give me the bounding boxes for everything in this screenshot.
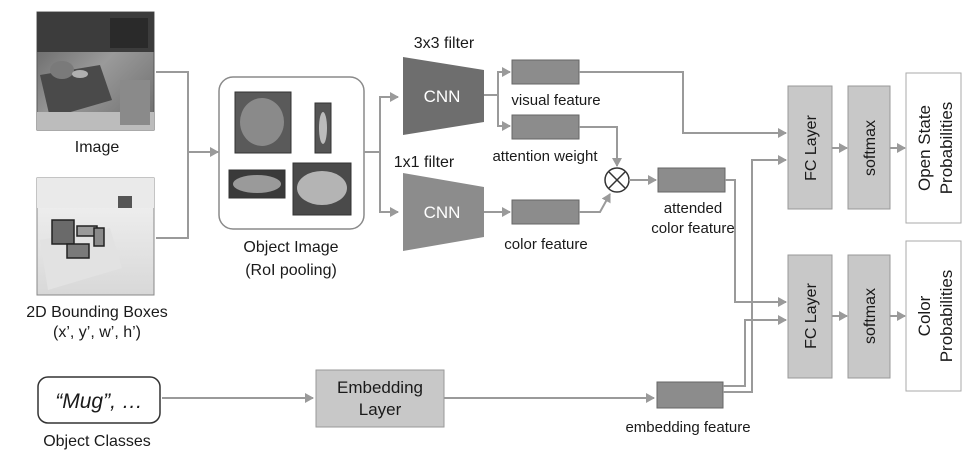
object-class-text: “Mug”, … [55,390,143,413]
attended-label-line2: color feature [651,220,734,237]
attention-weight-block [511,114,580,140]
softmax-open-state [847,85,891,210]
roi-label-line1: Object Image [243,239,338,256]
object-class-input [37,376,161,424]
attended-color-feature-block [657,167,726,193]
roi-pooling-box [218,76,365,230]
color-feature-block [511,199,580,225]
multiply-node [604,167,630,193]
object-classes-label: Object Classes [43,433,151,450]
cnn-bottom-filter-label: 1x1 filter [394,154,455,171]
fc-layer-color-label: FC Layer [803,282,820,348]
attended-label-line1: attended [664,200,722,217]
open-state-label-line1: Open State [915,105,934,191]
attention-weight-label: attention weight [492,148,598,165]
input-connectors [156,71,219,239]
open-state-output [905,72,962,224]
bbox-label-line2: (x’, y’, w’, h’) [53,324,141,341]
color-label-line2: Probabilities [937,270,956,363]
bounding-boxes-image [36,177,155,296]
fc-layer-color [787,254,833,379]
open-state-label-line2: Probabilities [937,102,956,195]
bbox-label-line1: 2D Bounding Boxes [26,304,167,321]
attention-connectors [579,126,657,213]
softmax-color [847,254,891,379]
color-label-line1: Color [915,295,934,336]
head-connectors [579,71,906,393]
cnn-bottom-label: CNN [424,203,461,222]
image-label: Image [75,139,120,156]
roi-connectors [364,92,399,217]
cnn-connectors [484,67,511,217]
softmax-open-state-label: softmax [862,120,879,176]
cnn-bottom [403,173,484,251]
visual-feature-block [511,59,580,85]
embedding-layer-line2: Layer [359,400,402,419]
color-feature-label: color feature [504,236,587,253]
embedding-feature-block [656,381,724,409]
cnn-top [403,57,484,135]
embedding-feature-label: embedding feature [625,419,750,436]
input-image [36,11,155,131]
roi-label-line2: (RoI pooling) [245,262,337,279]
embedding-layer [315,369,445,428]
softmax-color-label: softmax [862,288,879,344]
cnn-top-filter-label: 3x3 filter [414,35,475,52]
fc-layer-open-state [787,85,833,210]
fc-layer-open-state-label: FC Layer [803,114,820,180]
color-output [905,240,962,392]
embedding-layer-line1: Embedding [337,378,423,397]
cnn-top-label: CNN [424,87,461,106]
visual-feature-label: visual feature [511,92,600,109]
